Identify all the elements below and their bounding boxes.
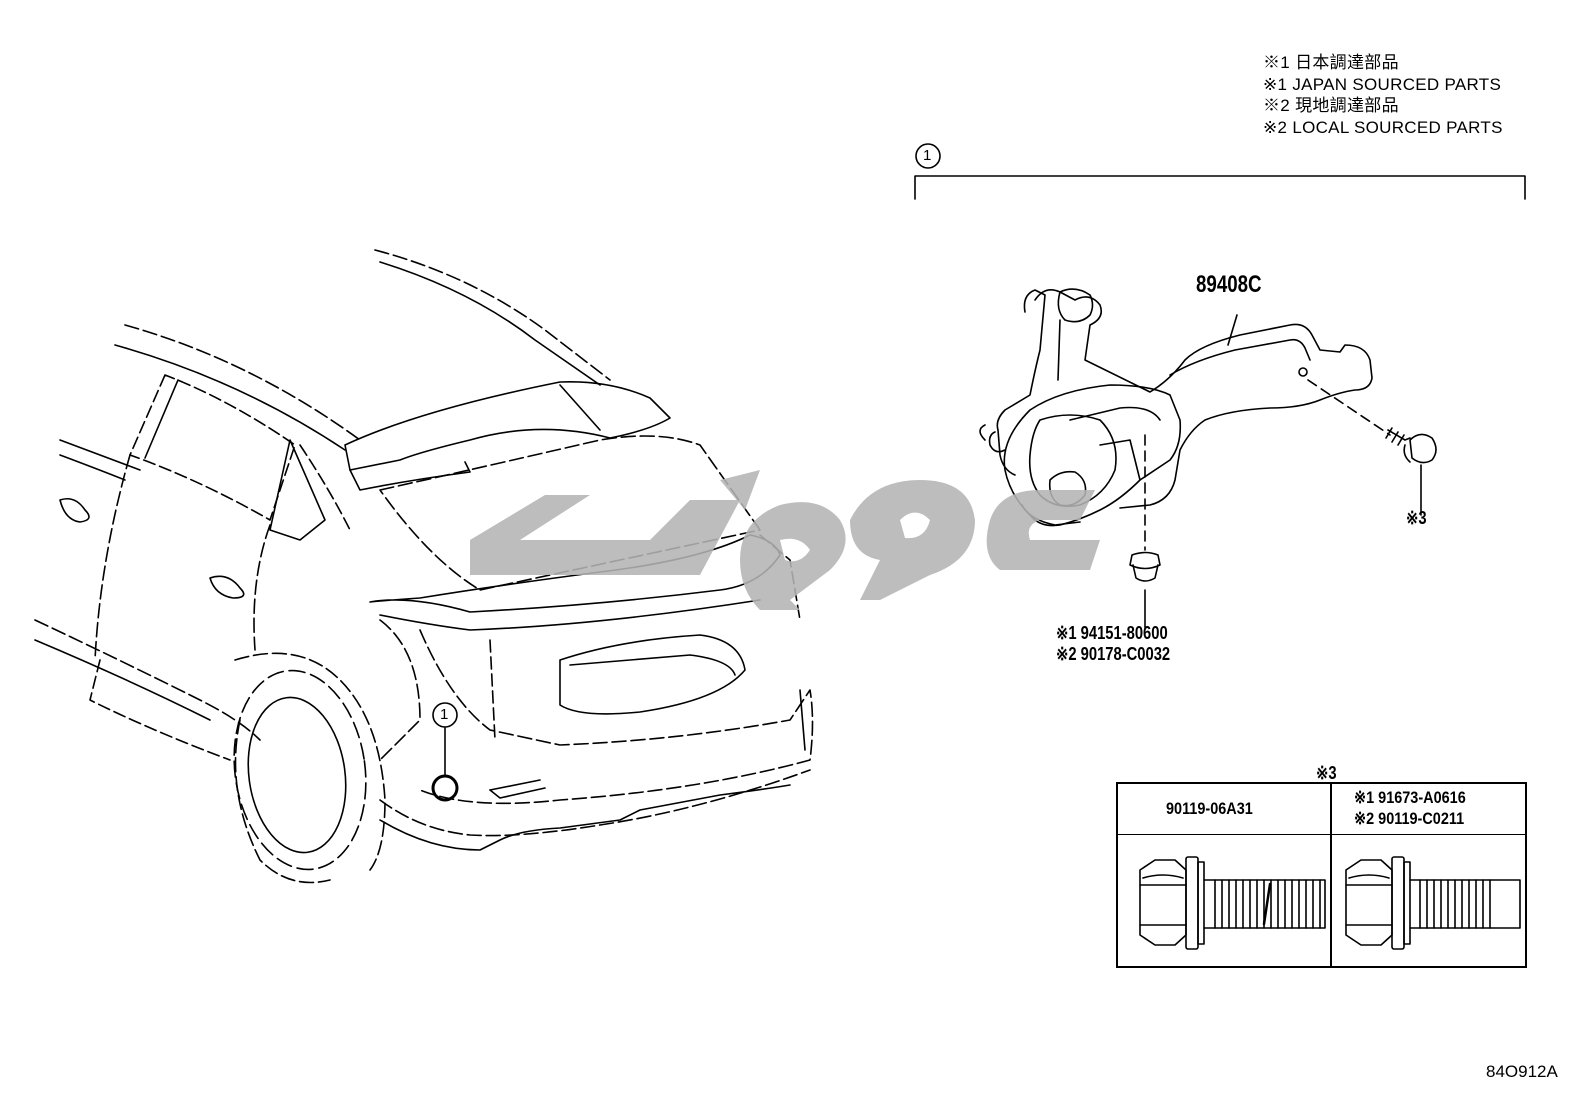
figure-code: 84O912A	[1486, 1062, 1558, 1081]
bolt-drawing-col1	[1139, 856, 1326, 950]
bolt-variant-table: 90119-06A31 ※1 91673-A0616 ※2 90119-C021…	[1116, 782, 1527, 968]
watermark-logo	[470, 470, 1100, 610]
nut-illustration	[1129, 434, 1161, 629]
bolt-drawing-col2	[1345, 856, 1521, 950]
bolt-table-title: ※3	[1316, 763, 1337, 783]
legend-line-2: ※1 JAPAN SOURCED PARTS	[1263, 75, 1502, 94]
group-callout-number: 1	[923, 147, 932, 164]
bolt-table-divider	[1330, 784, 1332, 968]
bolt-part-number-col2-line1[interactable]: ※1 91673-A0616	[1354, 788, 1466, 807]
bolt-part-number-col2-line2[interactable]: ※2 90119-C0211	[1354, 809, 1465, 828]
bolt-illustration-small	[1307, 379, 1437, 516]
legend-line-1: ※1 日本調達部品	[1263, 53, 1399, 72]
nut-part-label-2[interactable]: ※2 90178-C0032	[1056, 644, 1171, 664]
bolt-note-label: ※3	[1406, 508, 1427, 528]
group-bracket	[914, 143, 1526, 200]
height-sensor-part-illustration	[979, 288, 1373, 527]
vehicle-outline	[34, 249, 814, 884]
bolt-part-number-col1[interactable]: 90119-06A31	[1166, 799, 1253, 818]
bolt-table-header-col1: 90119-06A31	[1118, 784, 1330, 835]
part-label-89408C[interactable]: 89408C	[1196, 271, 1262, 298]
nut-part-label-1[interactable]: ※1 94151-80600	[1056, 623, 1168, 643]
legend-line-4: ※2 LOCAL SOURCED PARTS	[1263, 118, 1503, 137]
legend-line-3: ※2 現地調達部品	[1263, 96, 1399, 115]
vehicle-callout-number: 1	[440, 706, 449, 723]
bolt-table-header-col2: ※1 91673-A0616 ※2 90119-C0211	[1330, 784, 1525, 835]
